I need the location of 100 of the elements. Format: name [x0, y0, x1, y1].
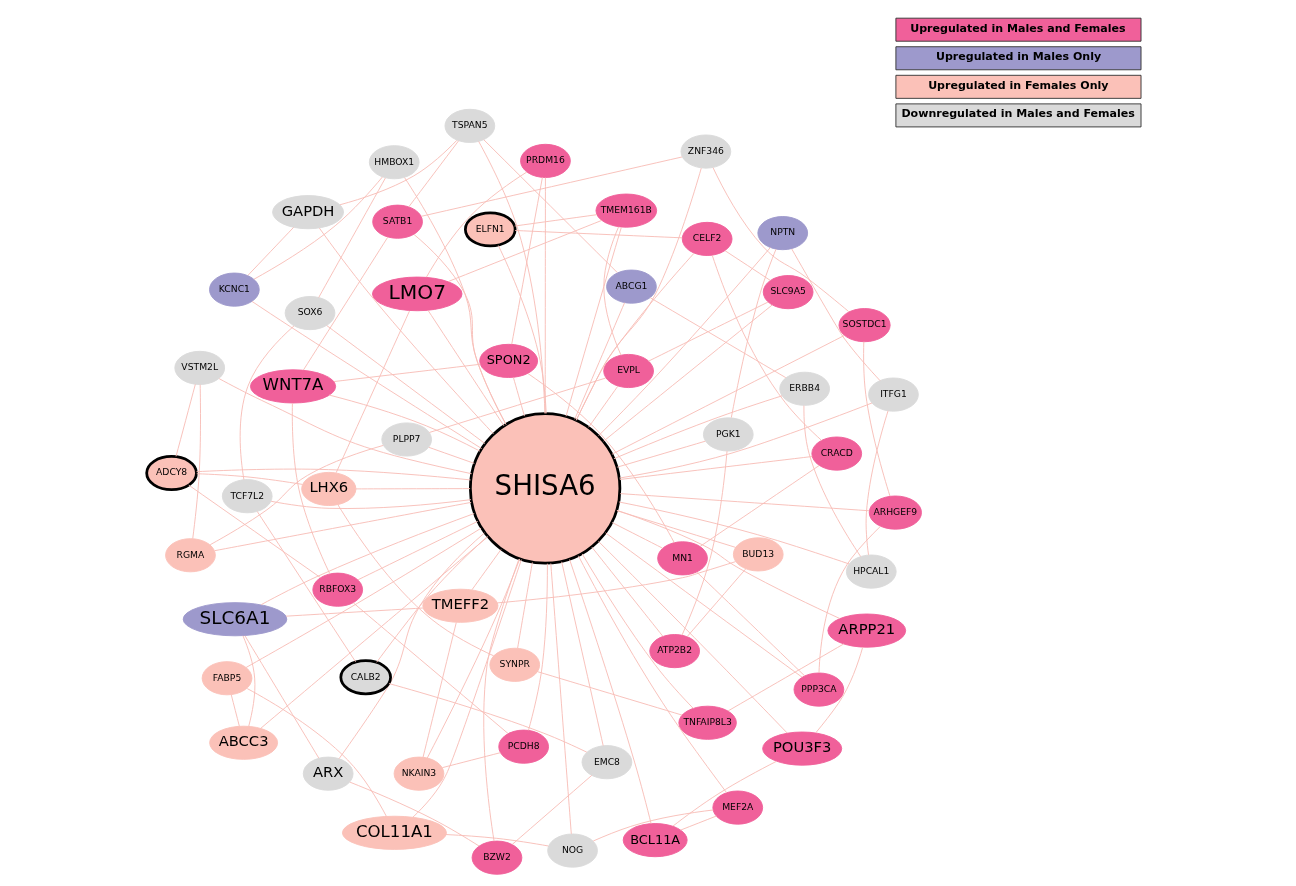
node-ellipse: MEF2A — [712, 790, 764, 825]
connector — [618, 501, 850, 565]
connector — [730, 248, 777, 419]
connector — [611, 335, 845, 455]
node-ellipse: WNT7A — [250, 369, 337, 404]
connector — [333, 363, 481, 383]
connector — [791, 248, 881, 381]
connector — [339, 139, 458, 206]
connector — [256, 511, 357, 663]
connector — [649, 297, 787, 379]
connector — [427, 310, 505, 427]
connector — [511, 176, 543, 345]
connector — [712, 167, 850, 313]
connector — [247, 226, 295, 276]
connector — [413, 234, 507, 425]
node-ellipse: FABP5 — [201, 661, 253, 696]
connector — [355, 488, 471, 490]
connector — [230, 694, 240, 727]
connector — [335, 310, 410, 474]
connector — [517, 562, 533, 649]
connector — [592, 809, 714, 842]
node-ellipse: COL11A1 — [341, 815, 447, 850]
node-ellipse: TNFAIP8L3 — [678, 705, 737, 740]
connector — [471, 549, 502, 591]
node-ellipse: TMEM161B — [595, 193, 658, 228]
connector — [318, 227, 494, 435]
node-ellipse: PCDH8 — [498, 729, 549, 764]
node-ellipse: SYNPR — [489, 647, 541, 682]
node-ellipse: POU3F3 — [762, 731, 843, 766]
node-ellipse: CALB2 — [339, 659, 392, 696]
connector — [376, 536, 488, 663]
connector — [619, 456, 813, 480]
connector — [550, 563, 572, 835]
node-ellipse: TSPAN5 — [444, 108, 496, 143]
node-ellipse: MN1 — [657, 541, 708, 576]
connector — [588, 385, 619, 428]
connector — [448, 219, 603, 282]
connector — [616, 509, 841, 619]
connector — [285, 607, 424, 617]
connector — [196, 468, 471, 481]
connector — [575, 252, 695, 421]
connector — [244, 635, 320, 759]
node-ellipse: SLC6A1 — [182, 602, 288, 637]
connector — [569, 559, 652, 825]
connector — [680, 815, 717, 831]
connector — [175, 383, 196, 457]
connector — [648, 301, 769, 362]
node-ellipse: ATP2B2 — [649, 634, 700, 669]
connector — [865, 410, 889, 556]
connector — [597, 540, 788, 734]
node-ellipse: SPON2 — [479, 343, 539, 378]
connector — [863, 341, 891, 497]
connector — [618, 402, 873, 479]
connector — [352, 602, 509, 734]
connector — [577, 555, 728, 794]
node-ellipse: BUD13 — [732, 537, 784, 572]
connector — [527, 373, 675, 544]
node-ellipse: CRACD — [811, 436, 863, 471]
connector — [328, 394, 481, 452]
connector — [349, 781, 480, 847]
node-ellipse: VSTM2L — [174, 350, 226, 385]
legend-label: Upregulated in Females Only — [928, 78, 1109, 92]
legend-label: Downregulated in Males and Females — [901, 107, 1135, 121]
node-ellipse: HPCAL1 — [845, 554, 897, 589]
node-ellipse: EVPL — [603, 353, 654, 389]
node-ellipse: ARPP21 — [827, 613, 907, 648]
connector — [672, 760, 777, 827]
node-ellipse: LMO7 — [372, 276, 463, 312]
node-ellipse: EMC8 — [581, 745, 633, 780]
node-ellipse: SATB1 — [372, 204, 423, 239]
node-ellipse: SOSTDC1 — [838, 308, 891, 343]
connector — [253, 176, 383, 280]
connector — [218, 378, 473, 475]
legend-label: Upregulated in Males and Females — [910, 21, 1126, 35]
connector — [581, 553, 694, 709]
connector — [686, 568, 746, 638]
connector — [528, 563, 548, 731]
connector — [483, 139, 618, 274]
node-ellipse: SOX6 — [284, 296, 336, 331]
legend-label: Upregulated in Males Only — [935, 50, 1102, 64]
node-ellipse: ZNF346 — [680, 134, 732, 169]
connector — [426, 558, 521, 759]
connector — [727, 643, 844, 712]
connector — [303, 236, 389, 371]
node-circle: SHISA6 — [469, 412, 622, 565]
connector — [591, 546, 664, 637]
connector — [537, 671, 683, 716]
connector — [425, 171, 528, 278]
connector — [514, 230, 683, 239]
node-ellipse: TCF7L2 — [221, 479, 273, 514]
connector — [803, 405, 862, 557]
connector — [338, 532, 485, 760]
connector — [603, 304, 773, 442]
connector — [512, 377, 525, 417]
connector — [420, 156, 683, 217]
connector — [214, 501, 472, 552]
connector — [291, 402, 331, 575]
connector — [429, 377, 607, 433]
connector — [696, 571, 806, 677]
connector — [326, 325, 486, 444]
